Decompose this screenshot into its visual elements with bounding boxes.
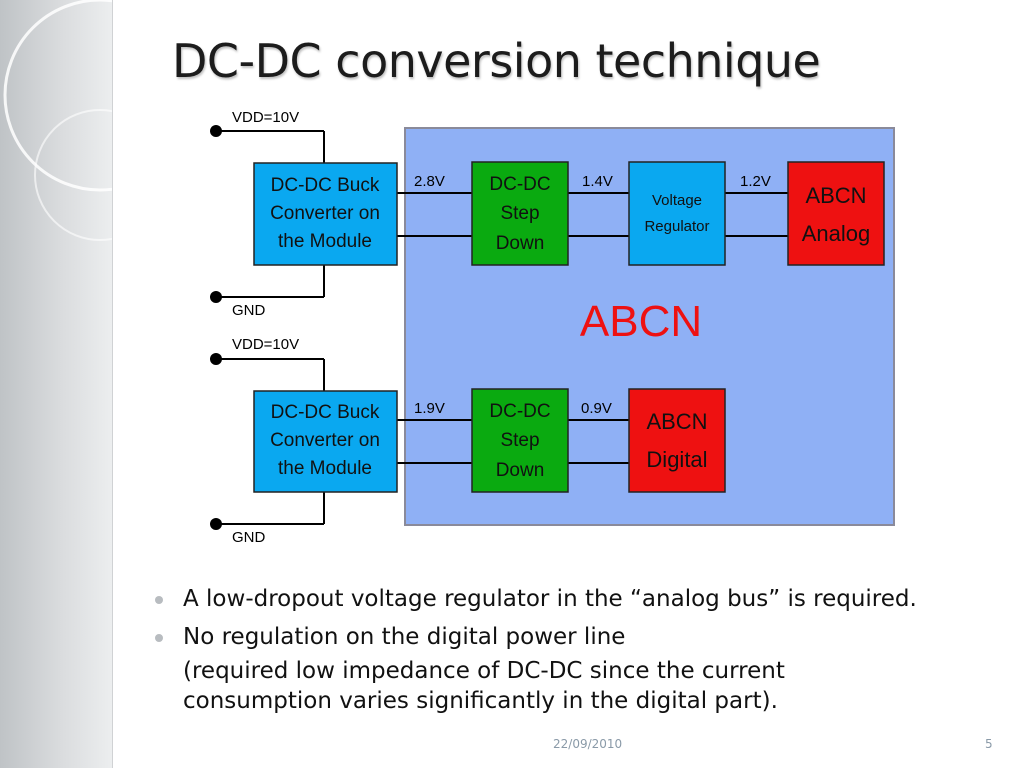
abcn-analog-line-1: ABCN (805, 183, 866, 208)
abcn-digital-line-1: ABCN (646, 409, 707, 434)
bottom-buck-line-3: the Module (278, 458, 372, 479)
bottom-voltage-2: 0.9V (581, 400, 612, 417)
bullet-sub-line: (required low impedance of DC-DC since t… (183, 658, 785, 684)
top-stepdown-line-2: Step (500, 203, 539, 224)
abcn-analog-line-2: Analog (802, 221, 871, 246)
bottom-voltage-1: 1.9V (414, 400, 445, 417)
bottom-stepdown-line-3: Down (496, 460, 545, 481)
footer-date: 22/09/2010 (553, 737, 623, 751)
bottom-buck-line-2: Converter on (270, 430, 380, 451)
bottom-buck-converter (253, 390, 398, 493)
bottom-stepdown-block (471, 388, 569, 493)
decorative-sidebar (0, 0, 113, 768)
bottom-stepdown-line-1: DC-DC (489, 401, 550, 422)
top-regulator-line-1: Voltage (652, 192, 702, 209)
top-buck-converter (253, 162, 398, 266)
top-voltage-1: 2.8V (414, 173, 445, 190)
top-vdd-terminal (210, 125, 222, 137)
top-voltage-regulator (628, 161, 726, 266)
abcn-region-label: ABCN (580, 297, 702, 346)
top-gnd-label: GND (232, 302, 266, 319)
top-stepdown-line-3: Down (496, 233, 545, 254)
top-regulator-line-2: Regulator (644, 218, 709, 235)
bullet-item: A low-dropout voltage regulator in the “… (155, 584, 1015, 614)
top-voltage-3: 1.2V (740, 173, 771, 190)
bottom-buck-line-1: DC-DC Buck (271, 402, 380, 423)
bullet-text: A low-dropout voltage regulator in the “… (183, 586, 917, 612)
bottom-stepdown-line-2: Step (500, 430, 539, 451)
bottom-gnd-terminal (210, 518, 222, 530)
bullet-item: No regulation on the digital power line (155, 622, 1015, 652)
top-vdd-label: VDD=10V (232, 109, 299, 126)
bottom-vdd-terminal (210, 353, 222, 365)
abcn-digital-line-2: Digital (646, 447, 707, 472)
top-stepdown-block (471, 161, 569, 266)
page-number: 5 (985, 737, 993, 751)
top-wiring (216, 130, 788, 298)
abcn-digital-block (628, 388, 726, 493)
bottom-wiring (216, 358, 630, 525)
bullet-dot-icon (155, 596, 163, 604)
bullet-text: No regulation on the digital power line (183, 624, 626, 650)
abcn-analog-block (787, 161, 885, 266)
top-buck-line-1: DC-DC Buck (271, 175, 380, 196)
power-diagram: ABCN VDD=10V GND DC-DC Buck Converter on… (210, 109, 895, 546)
top-voltage-2: 1.4V (582, 173, 613, 190)
bullet-sub-line: consumption varies significantly in the … (183, 688, 778, 714)
top-gnd-terminal (210, 291, 222, 303)
bullet-dot-icon (155, 634, 163, 642)
decorative-arcs (3, 0, 112, 241)
bottom-vdd-label: VDD=10V (232, 336, 299, 353)
top-buck-line-3: the Module (278, 231, 372, 252)
bullet-list: A low-dropout voltage regulator in the “… (155, 584, 1015, 716)
bullet-sub-paragraph: (required low impedance of DC-DC since t… (155, 656, 1015, 716)
top-buck-line-2: Converter on (270, 203, 380, 224)
slide-title: DC-DC conversion technique (172, 34, 821, 88)
bottom-gnd-label: GND (232, 529, 266, 546)
top-stepdown-line-1: DC-DC (489, 174, 550, 195)
